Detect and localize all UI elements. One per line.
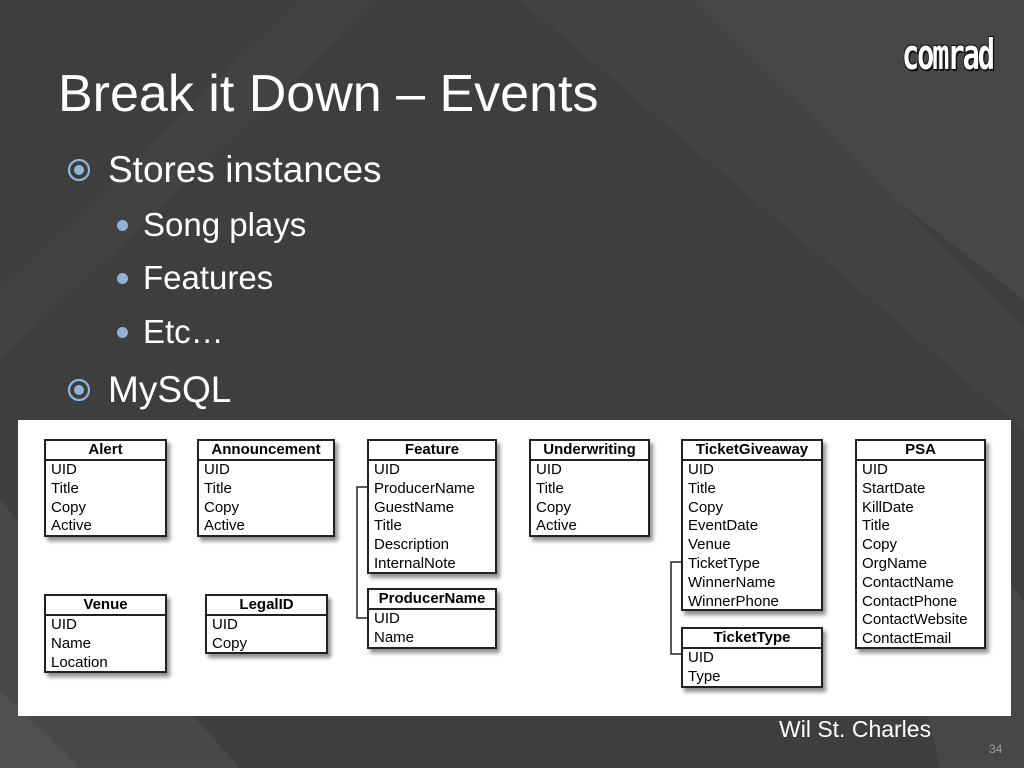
table-venue: Venue UID Name Location — [44, 594, 167, 673]
field: ProducerName — [374, 479, 475, 497]
table-name: TicketType — [683, 629, 821, 649]
table-legalid: LegalID UID Copy — [205, 594, 328, 654]
field: Title — [862, 517, 890, 535]
table-name: ProducerName — [369, 590, 495, 610]
bullet-text: Features — [143, 259, 274, 296]
table-producername: ProducerName UID Name — [367, 588, 497, 649]
bullet-song-plays: Song plays — [117, 206, 307, 243]
bullet-etc: Etc… — [117, 313, 224, 350]
table-ticketgiveaway: TicketGiveaway UID Title Copy EventDate … — [681, 439, 823, 611]
field: ContactPhone — [862, 592, 958, 610]
field: Venue — [688, 536, 731, 554]
field: Name — [51, 634, 92, 652]
field: UID — [51, 616, 77, 633]
circle-bullet-icon — [66, 370, 92, 410]
field: UID — [862, 461, 888, 478]
field: WinnerPhone — [688, 592, 779, 610]
field: UID — [688, 461, 714, 478]
field: EventDate — [688, 517, 759, 535]
field: Copy — [536, 498, 572, 516]
table-name: LegalID — [207, 596, 326, 616]
field-list: UID Title Copy Active — [46, 461, 165, 536]
table-name: Underwriting — [531, 441, 648, 461]
field: Title — [204, 479, 232, 497]
field-list: UID Title Copy EventDate Venue TicketTyp… — [683, 461, 821, 611]
page-number: 34 — [989, 742, 1003, 756]
bullet-mysql: MySQL — [66, 369, 232, 410]
table-name: TicketGiveaway — [683, 441, 821, 461]
field-list: UID Type — [683, 649, 821, 687]
field: ContactEmail — [862, 630, 952, 648]
bullet-stores-instances: Stores instances — [66, 149, 382, 190]
field: UID — [374, 610, 400, 627]
field-list: UID Name — [369, 610, 495, 648]
slide-title: Break it Down – Events — [58, 65, 599, 123]
bullet-text: Etc… — [143, 313, 224, 350]
dot-bullet-icon — [117, 326, 128, 338]
field-list: UID Title Copy Active — [199, 461, 333, 536]
field: Description — [374, 536, 450, 554]
table-name: Alert — [46, 441, 165, 461]
field: UID — [536, 461, 562, 478]
field: StartDate — [862, 479, 926, 497]
dot-bullet-icon — [117, 272, 128, 284]
ticketgiveaway-tickettype-link — [670, 561, 681, 655]
field: TicketType — [688, 554, 760, 572]
bullet-features: Features — [117, 259, 274, 296]
bullet-text: Song plays — [143, 206, 307, 243]
table-tickettype: TicketType UID Type — [681, 627, 823, 688]
field: Title — [51, 479, 79, 497]
field-list: UID Copy — [207, 616, 326, 654]
field: Type — [688, 667, 721, 685]
field-list: UID StartDate KillDate Title Copy OrgNam… — [857, 461, 984, 649]
table-psa: PSA UID StartDate KillDate Title Copy Or… — [855, 439, 986, 649]
field: UID — [212, 616, 238, 633]
feature-producername-link — [356, 486, 367, 619]
table-name: PSA — [857, 441, 984, 461]
field: Title — [688, 479, 716, 497]
field: GuestName — [374, 498, 455, 516]
field-list: UID Name Location — [46, 616, 165, 672]
field: UID — [374, 461, 400, 478]
author-name: Wil St. Charles — [779, 716, 932, 742]
field: Title — [374, 517, 402, 535]
field: KillDate — [862, 498, 914, 516]
table-underwriting: Underwriting UID Title Copy Active — [529, 439, 650, 537]
relationship-lines — [356, 486, 681, 655]
field: Active — [204, 517, 245, 535]
table-name: Announcement — [199, 441, 333, 461]
field-list: UID ProducerName GuestName Title Descrip… — [369, 461, 495, 574]
table-name: Venue — [46, 596, 165, 616]
field: UID — [51, 461, 77, 478]
field: Active — [51, 517, 92, 535]
field: Active — [536, 517, 577, 535]
field: ContactWebsite — [862, 611, 968, 629]
field: Location — [51, 653, 108, 671]
field: UID — [688, 649, 714, 666]
table-name: Feature — [369, 441, 495, 461]
field: UID — [204, 461, 230, 478]
field: Copy — [204, 498, 240, 516]
comrad-logo: comrad — [902, 30, 995, 79]
field: ContactName — [862, 573, 954, 591]
field: OrgName — [862, 554, 928, 572]
table-feature: Feature UID ProducerName GuestName Title… — [367, 439, 497, 574]
circle-bullet-icon — [66, 150, 92, 190]
field: InternalNote — [374, 554, 456, 572]
field: Copy — [212, 634, 248, 652]
bullet-text: Stores instances — [108, 149, 382, 190]
field: Name — [374, 628, 415, 646]
dot-bullet-icon — [117, 219, 128, 231]
field: WinnerName — [688, 573, 776, 591]
field: Copy — [51, 498, 87, 516]
field: Title — [536, 479, 564, 497]
database-schema-diagram: Alert UID Title Copy Active Announcement… — [18, 420, 1011, 716]
field-list: UID Title Copy Active — [531, 461, 648, 536]
table-announcement: Announcement UID Title Copy Active — [197, 439, 335, 537]
bullet-text: MySQL — [108, 369, 232, 410]
table-alert: Alert UID Title Copy Active — [44, 439, 167, 537]
field: Copy — [688, 498, 724, 516]
field: Copy — [862, 536, 898, 554]
